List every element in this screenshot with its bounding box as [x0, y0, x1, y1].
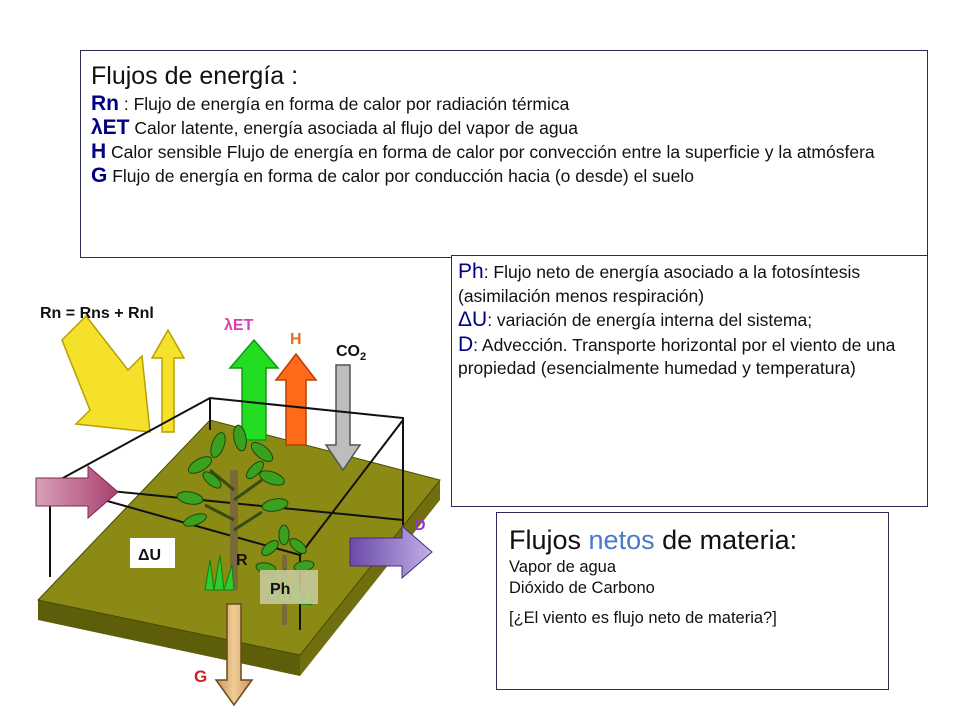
other-key: ΔU — [458, 308, 488, 331]
other-text: : Advección. Transporte horizontal por e… — [458, 334, 896, 379]
ph-label: Ph — [270, 581, 290, 598]
g-label: G — [194, 667, 207, 686]
rn-incoming-arrow — [61, 314, 151, 433]
flux-item-g: G Flujo de energía en forma de calor por… — [91, 164, 917, 188]
co2-label-sub: 2 — [360, 351, 366, 363]
flux-item-rn: Rn : Flujo de energía en forma de calor … — [91, 92, 917, 116]
let-label: λET — [224, 317, 254, 334]
flux-item-let: λET Calor latente, energía asociada al f… — [91, 116, 917, 140]
advection-in-arrow — [35, 464, 119, 520]
r-label: R — [236, 552, 248, 569]
flux-text: Calor sensible Flujo de energía en forma… — [106, 142, 875, 162]
matter-question: [¿El viento es flujo neto de materia?] — [509, 609, 777, 627]
other-fluxes-box: Ph: Flujo neto de energía asociado a la … — [451, 255, 928, 507]
flux-text: : Flujo de energía en forma de calor por… — [119, 94, 570, 114]
matter-item: Vapor de agua — [509, 558, 617, 576]
energy-fluxes-box: Flujos de energía : Rn : Flujo de energí… — [80, 50, 928, 258]
flux-key: H — [91, 140, 107, 163]
g-arrow — [214, 603, 254, 707]
other-text: : variación de energía interna del siste… — [487, 310, 813, 330]
energy-fluxes-title: Flujos de energía : — [91, 62, 299, 90]
flux-text: Flujo de energía en forma de calor por c… — [107, 166, 694, 186]
rn-label: Rn = Rns + Rnl — [40, 305, 154, 322]
matter-title-post: de materia: — [654, 525, 798, 555]
plant-large — [176, 424, 289, 591]
co2-label-main: CO — [336, 343, 360, 360]
rn-outgoing-arrow — [150, 328, 186, 433]
matter-fluxes-box: Flujos netos de materia: Vapor de agua D… — [496, 512, 889, 690]
du-label-box — [130, 538, 175, 568]
co2-label: CO2 — [336, 343, 366, 363]
other-item-ph: Ph: Flujo neto de energía asociado a la … — [458, 260, 921, 308]
matter-item: Dióxido de Carbono — [509, 579, 655, 597]
co2-arrow — [324, 364, 362, 472]
ph-label-box — [260, 570, 318, 604]
h-label: H — [290, 331, 302, 348]
flux-key: λET — [91, 116, 130, 139]
d-label: D — [414, 517, 426, 534]
matter-fluxes-title: Flujos netos de materia: — [509, 523, 878, 557]
flux-text: Calor latente, energía asociada al flujo… — [129, 118, 579, 138]
flux-key: Rn — [91, 92, 119, 115]
other-key: Ph — [458, 260, 484, 283]
flux-key: G — [91, 164, 108, 187]
let-arrow — [228, 338, 280, 441]
flux-item-h: H Calor sensible Flujo de energía en for… — [91, 140, 917, 164]
other-item-d: D: Advección. Transporte horizontal por … — [458, 333, 921, 381]
h-arrow — [274, 352, 318, 446]
other-text: : Flujo neto de energía asociado a la fo… — [458, 262, 861, 306]
matter-title-highlight: netos — [588, 525, 655, 555]
matter-title-pre: Flujos — [509, 525, 589, 555]
other-item-du: ΔU: variación de energía interna del sis… — [458, 308, 921, 333]
advection-out-arrow — [349, 524, 433, 580]
other-key: D — [458, 332, 474, 356]
du-label: ΔU — [138, 547, 161, 564]
